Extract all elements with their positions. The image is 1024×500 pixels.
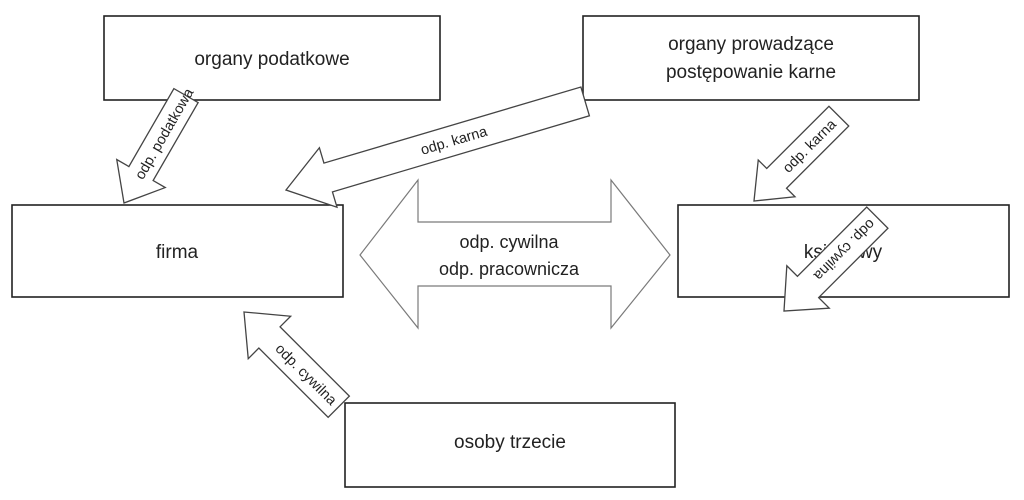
- double-arrow-label-line1: odp. cywilna: [459, 232, 559, 252]
- box-third-parties: osoby trzecie: [344, 402, 676, 488]
- box-company-label: firma: [156, 242, 199, 263]
- arrow-criminal-to-accountant: odp. karna: [753, 105, 850, 202]
- box-company: firma: [11, 204, 344, 298]
- box-criminal-authorities-label-line2: postępowanie karne: [666, 62, 836, 83]
- double-arrow-label-line2: odp. pracownicza: [439, 259, 580, 279]
- box-tax-authorities: organy podatkowe: [103, 15, 441, 101]
- arrow-third-to-company-label: odp. cywilna: [272, 341, 340, 409]
- arrow-third-to-company: odp. cywilna: [243, 311, 351, 419]
- box-criminal-authorities: organy prowadzące postępowanie karne: [582, 15, 920, 101]
- box-third-parties-label: osoby trzecie: [454, 432, 566, 453]
- box-tax-authorities-label: organy podatkowe: [194, 49, 349, 70]
- box-criminal-authorities-label-line1: organy prowadzące: [668, 34, 834, 55]
- double-arrow-company-accountant: odp. cywilna odp. pracownicza: [359, 178, 671, 330]
